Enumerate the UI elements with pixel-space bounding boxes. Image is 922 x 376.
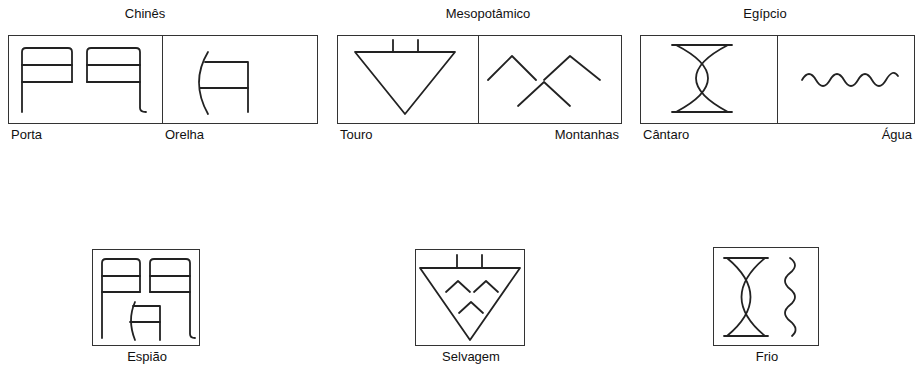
column-heading: Mesopotâmico bbox=[446, 6, 531, 21]
glyph-box: Cântaro bbox=[640, 35, 778, 124]
glyph-box: Espião bbox=[92, 249, 200, 346]
glyph-label: Espião bbox=[127, 349, 167, 364]
spy-glyph bbox=[102, 259, 195, 340]
glyph-label: Montanhas bbox=[555, 127, 619, 142]
cold-glyph bbox=[724, 258, 796, 336]
glyph-box: Montanhas bbox=[478, 35, 622, 124]
column-heading: Egípcio bbox=[743, 6, 786, 21]
glyph-label: Cântaro bbox=[643, 127, 689, 142]
glyph-box: Selvagem bbox=[415, 249, 525, 346]
glyph-label: Orelha bbox=[165, 127, 204, 142]
glyph-box: Orelha bbox=[162, 35, 318, 124]
glyph-box: Frio bbox=[713, 247, 819, 346]
glyph-label: Água bbox=[882, 127, 912, 142]
glyph-box: Touro bbox=[337, 35, 479, 124]
column-heading: Chinês bbox=[125, 6, 165, 21]
water-glyph bbox=[802, 73, 898, 86]
gate-glyph bbox=[22, 48, 146, 112]
glyph-box: Água bbox=[777, 35, 915, 124]
ear-glyph bbox=[199, 52, 248, 114]
bull-glyph bbox=[355, 40, 455, 114]
mountains-glyph bbox=[488, 56, 600, 106]
glyph-label: Touro bbox=[340, 127, 373, 142]
glyph-label: Porta bbox=[11, 127, 42, 142]
glyph-box: Porta bbox=[8, 35, 163, 124]
glyph-label: Selvagem bbox=[442, 349, 500, 364]
wild-glyph bbox=[420, 255, 520, 340]
glyph-label: Frio bbox=[756, 349, 778, 364]
jar-glyph bbox=[672, 45, 732, 112]
